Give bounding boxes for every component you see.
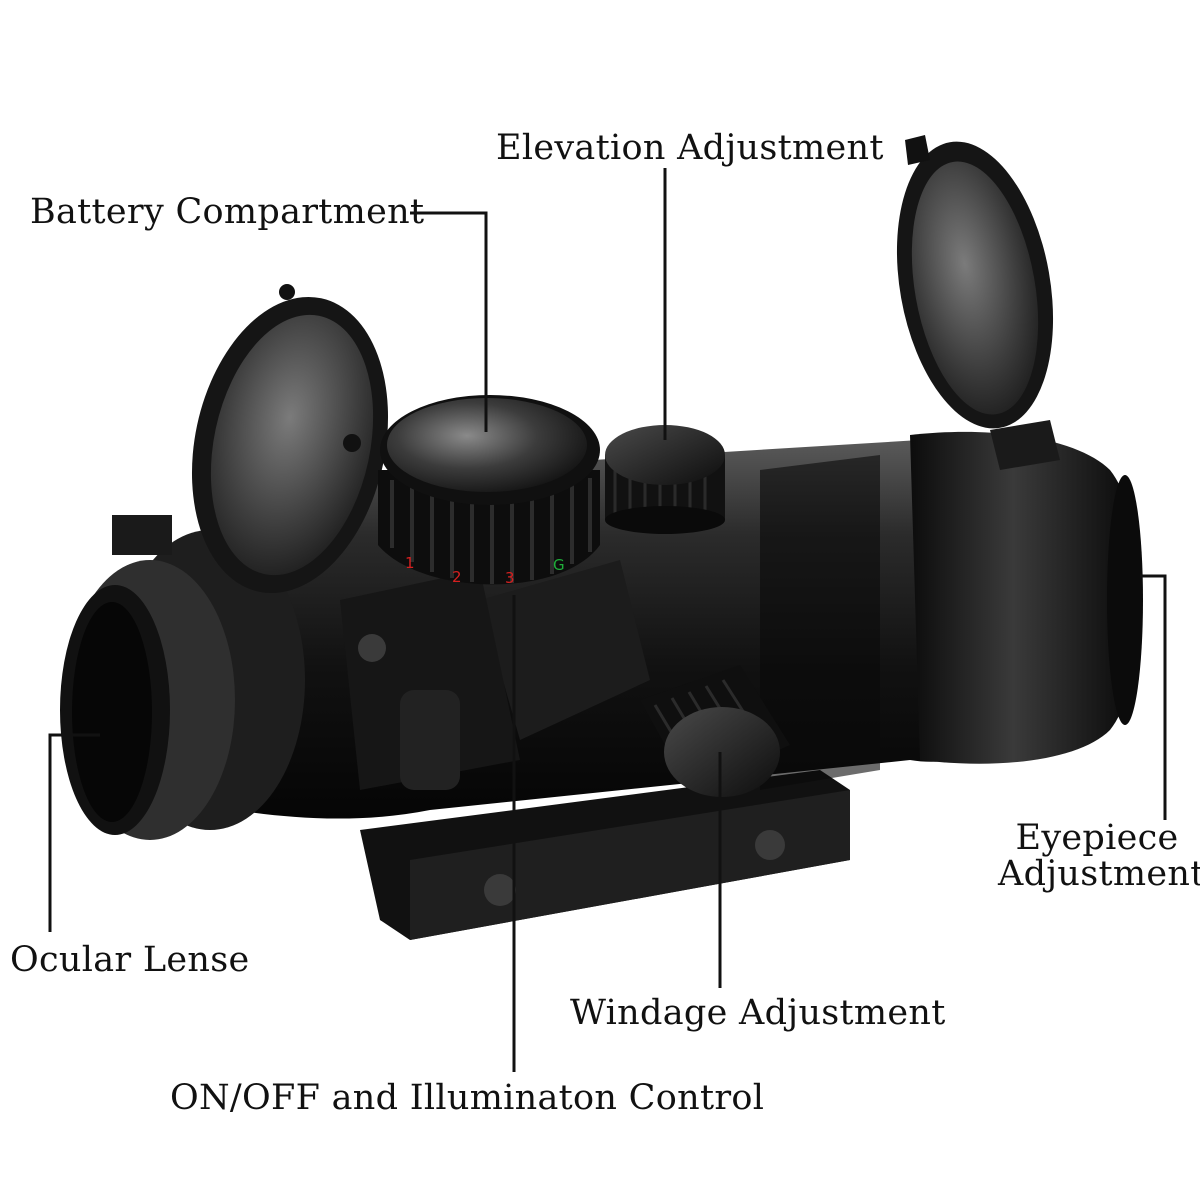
label-ocular-lense: Ocular Lense: [10, 940, 250, 980]
rear-flip-cap: [896, 135, 1060, 470]
label-onoff-illumination-control: ON/OFF and Illuminaton Control: [170, 1078, 765, 1118]
battery-turret: [378, 395, 600, 585]
leader-ocular: [48, 733, 100, 932]
dial-mark-1: 1: [405, 554, 415, 572]
label-battery-compartment: Battery Compartment: [30, 192, 425, 232]
label-windage-adjustment: Windage Adjustment: [570, 993, 946, 1033]
label-eyepiece-adjustment: Eyepiece Adjustment: [998, 818, 1200, 894]
mount-rail: [360, 770, 850, 940]
scope-body: [170, 431, 1143, 819]
windage-knob: [640, 665, 790, 797]
leader-eyepiece: [1140, 574, 1167, 820]
label-elevation-adjustment: Elevation Adjustment: [496, 128, 884, 168]
dial-mark-g: G: [553, 556, 565, 574]
label-eyepiece-line2: Adjustment: [998, 854, 1200, 894]
elevation-knob: [605, 425, 725, 534]
ocular-ring: [60, 515, 305, 840]
front-flip-cap: [191, 284, 389, 594]
dial-mark-2: 2: [452, 568, 462, 586]
illumination-dial-marks: 1 2 3 G: [405, 554, 565, 587]
label-eyepiece-line1: Eyepiece: [1015, 818, 1179, 858]
dial-mark-3: 3: [505, 569, 515, 587]
leader-lines: [48, 168, 1167, 1072]
leader-battery: [410, 211, 488, 432]
